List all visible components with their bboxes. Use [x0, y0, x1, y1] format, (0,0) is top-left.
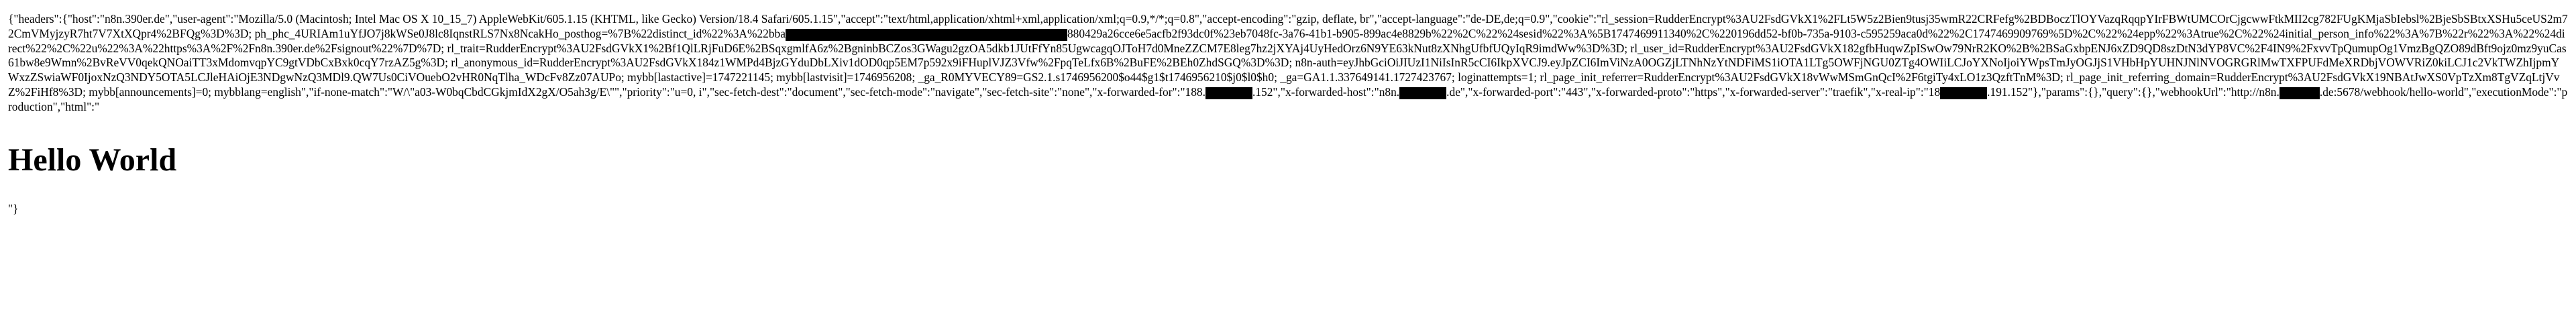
json-text-segment: 880429a26cce6e5acfb2f93dc0f%23eb7048fc-3… — [8, 26, 2567, 99]
json-text-segment: .de:5678/webhook/hello-world","execution… — [8, 85, 2568, 113]
redaction-bar — [1399, 87, 1447, 99]
redaction-bar — [1940, 87, 1988, 99]
request-json-text: {"headers":{"host":"n8n.390er.de","user-… — [8, 12, 2568, 115]
redaction-bar — [2279, 87, 2320, 99]
json-text-segment: {"headers":{"host":"n8n.390er.de","user-… — [8, 12, 2568, 40]
json-text-segment: .191.152"},"params":{},"query":{},"webho… — [1987, 85, 2279, 99]
hello-world-heading: Hello World — [8, 142, 177, 178]
json-text-segment: .de","x-forwarded-port":"443","x-forward… — [1446, 85, 1941, 99]
json-closing-text: "} — [8, 201, 19, 215]
redaction-bar — [1205, 87, 1252, 99]
redaction-bar — [785, 28, 1067, 41]
json-text-segment: .152","x-forwarded-host":"n8n. — [1252, 85, 1400, 99]
